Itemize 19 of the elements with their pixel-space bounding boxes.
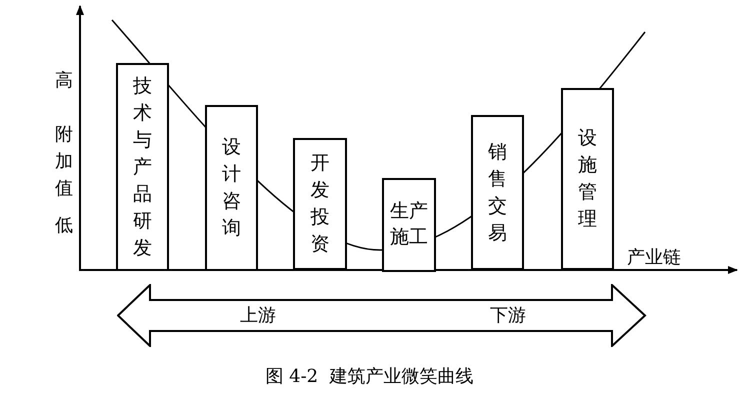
axis-label: 高 [55,72,73,90]
stage-box [116,63,169,271]
stage-label: 生产施工 [389,199,429,250]
axis-label: 产业链 [627,249,681,267]
axis-label: 附加值 [54,123,74,201]
stage-label: 开发投资 [310,151,330,257]
stage-label: 销售交易 [487,140,508,246]
stage-box [293,138,347,270]
stage-box [382,178,436,272]
stream-label: 下游 [490,307,526,325]
figure-caption: 图 4-2 建筑产业微笑曲线 [264,368,475,386]
stage-label: 设计咨询 [221,135,242,241]
axis-label: 低 [55,217,73,235]
stage-box [205,105,258,271]
stage-box [471,115,524,270]
stage-box [561,88,614,270]
stage-label: 设施管理 [577,126,598,232]
stage-label: 技术与产品研发 [132,74,153,260]
stream-label: 上游 [240,307,276,325]
